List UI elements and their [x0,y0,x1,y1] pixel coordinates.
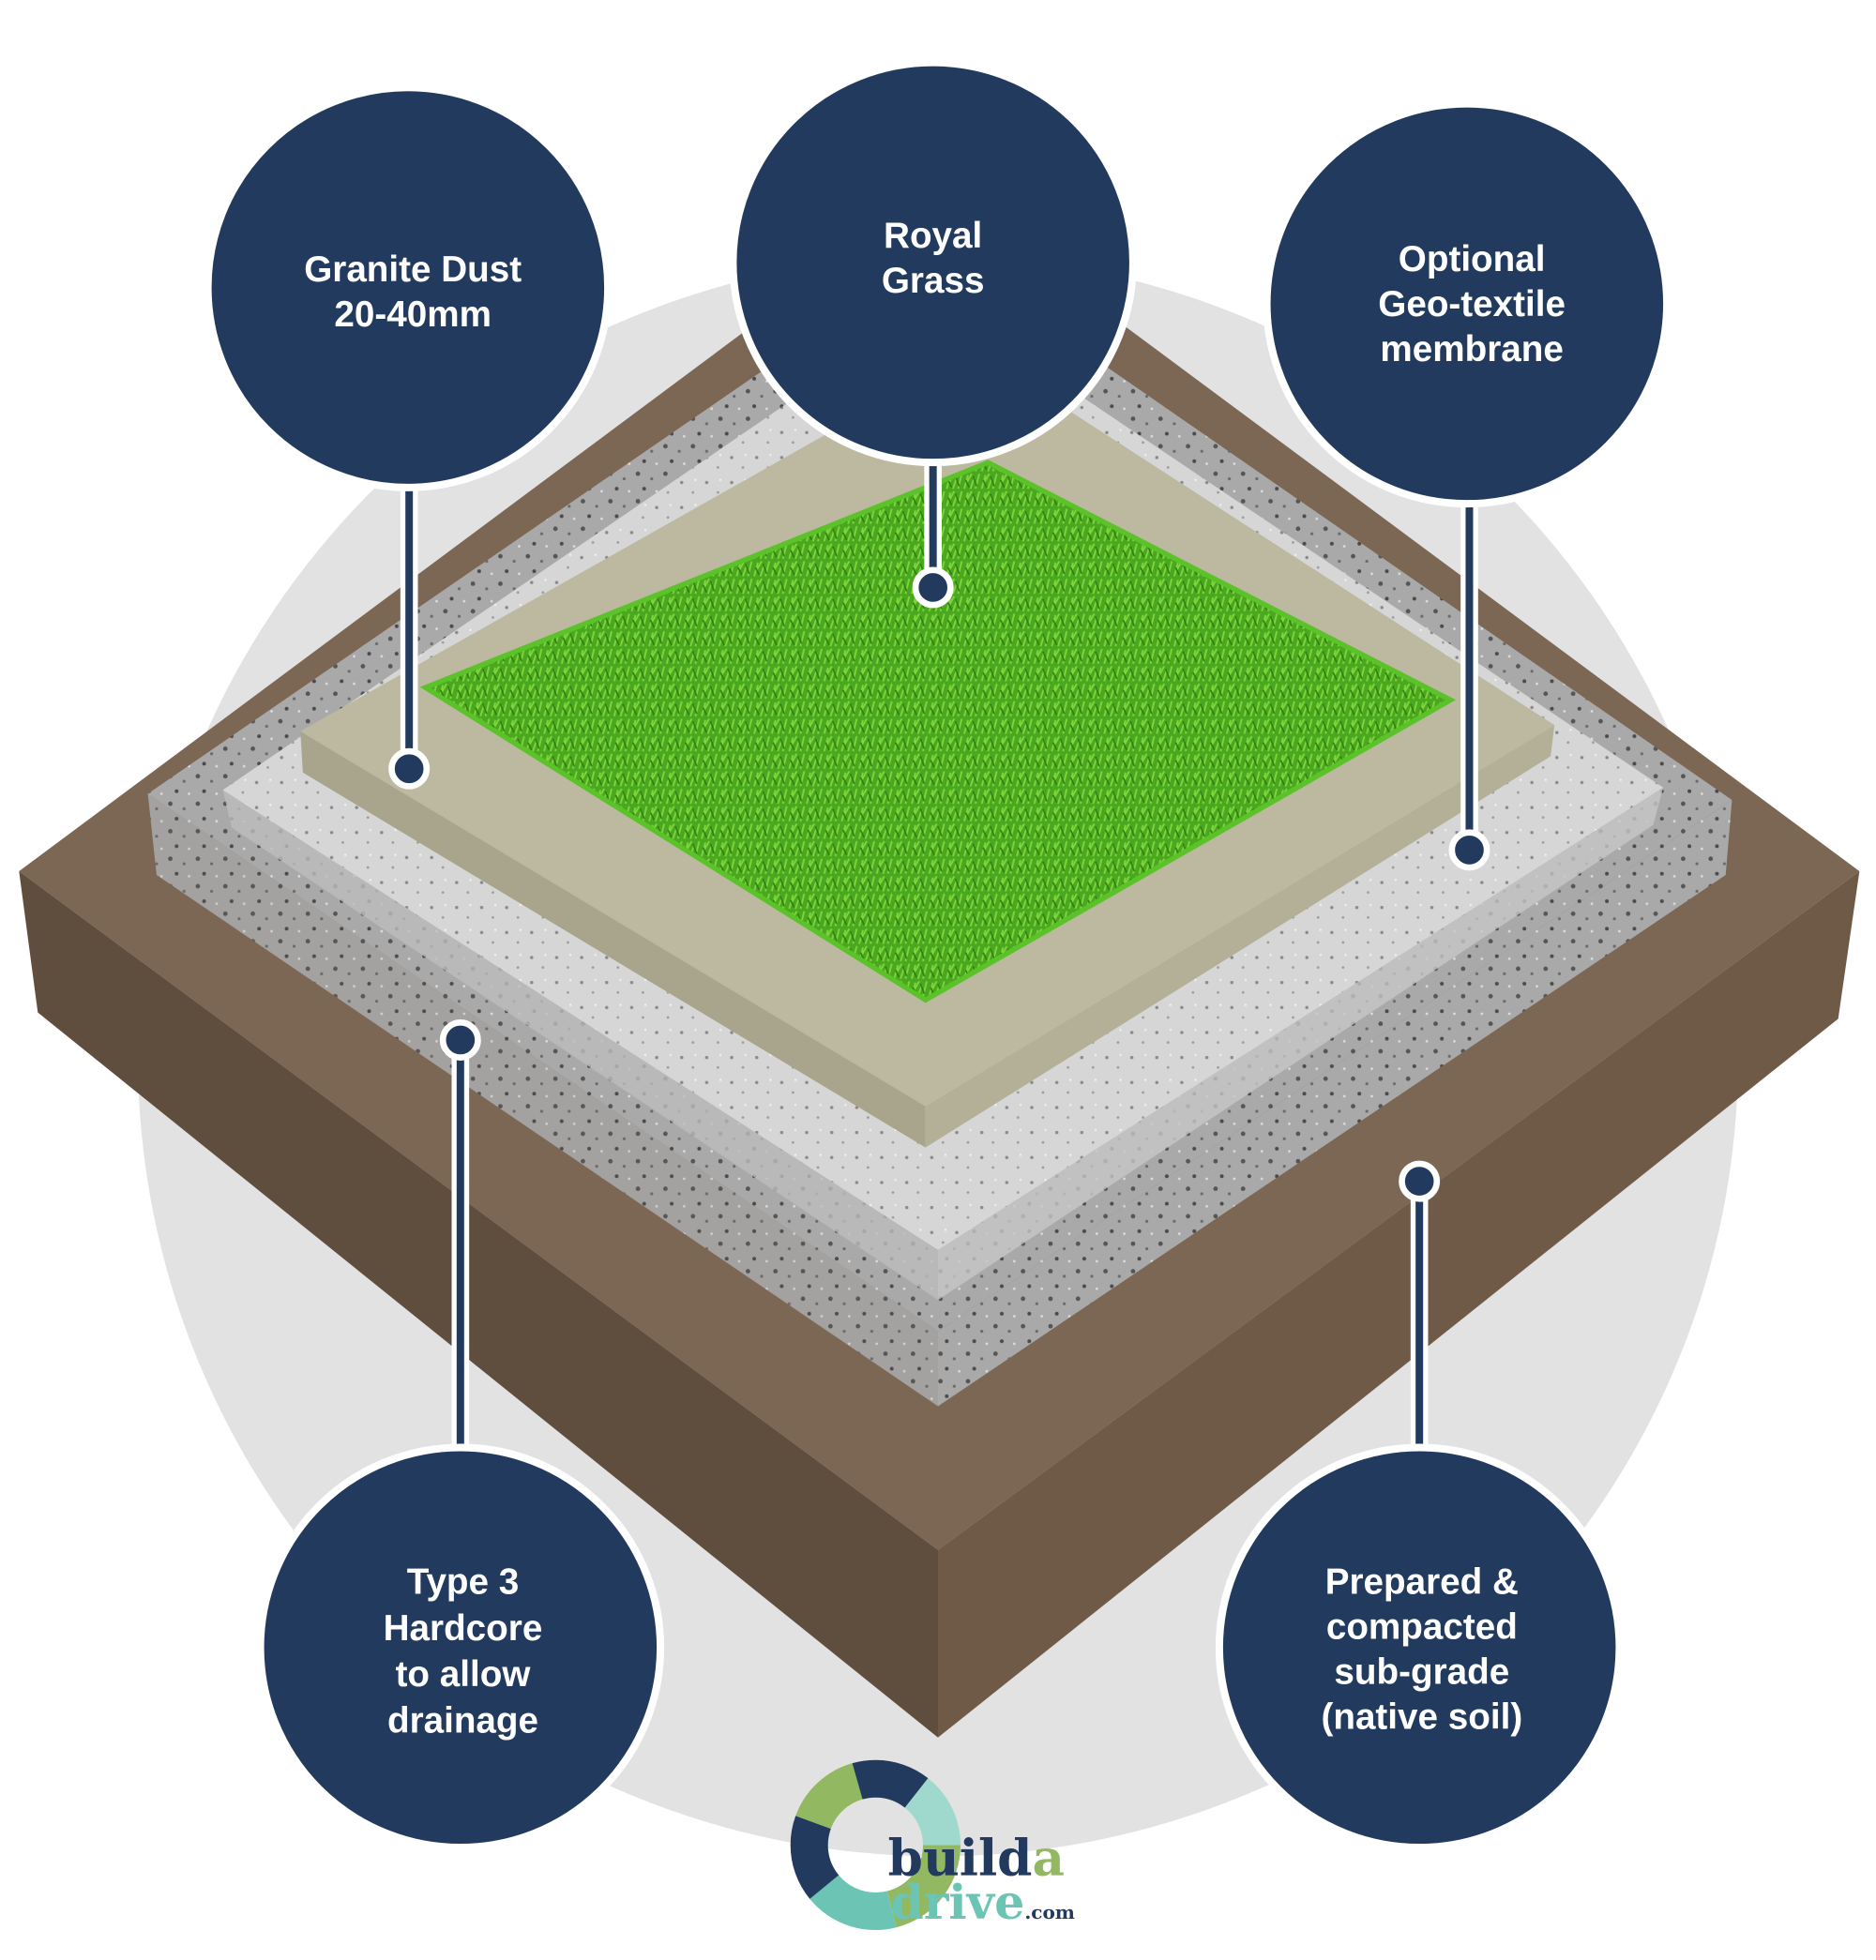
bubble-type3-hardcore: Type 3 Hardcore to allow drainage [256,1443,665,1852]
label-line: (native soil) [1321,1696,1522,1737]
label-line: drainage [387,1700,538,1741]
svg-text:builda: builda [888,1828,1065,1887]
label-line: Grass [882,261,985,301]
label-line: 20-40mm [334,294,492,335]
label-line: Prepared & [1325,1561,1519,1602]
label-line: Royal [884,216,982,256]
royal-grass-layer [419,460,1457,1003]
svg-text:drive.com: drive.com [890,1874,1075,1930]
label-line: sub-grade [1334,1651,1509,1692]
logo-com-text: .com [1024,1901,1075,1923]
label-line: Optional [1399,239,1546,279]
logo-drive-text: drive [890,1874,1024,1930]
label-line: to allow [396,1654,532,1695]
builddrive-logo: builda drive.com [790,1759,1075,1931]
logo-a-text: a [1032,1828,1065,1887]
logo-build-text: build [888,1828,1033,1887]
label-line: Granite Dust [304,249,522,290]
label-line: Type 3 [407,1561,520,1602]
label-line: membrane [1380,329,1563,369]
connector-lines [400,449,1478,1456]
logo-ring-icon [790,1759,961,1931]
label-line: Hardcore [384,1608,543,1649]
connector-dots [388,566,1490,1202]
label-line: Geo-textile [1378,284,1566,324]
label-line: compacted [1326,1606,1518,1647]
